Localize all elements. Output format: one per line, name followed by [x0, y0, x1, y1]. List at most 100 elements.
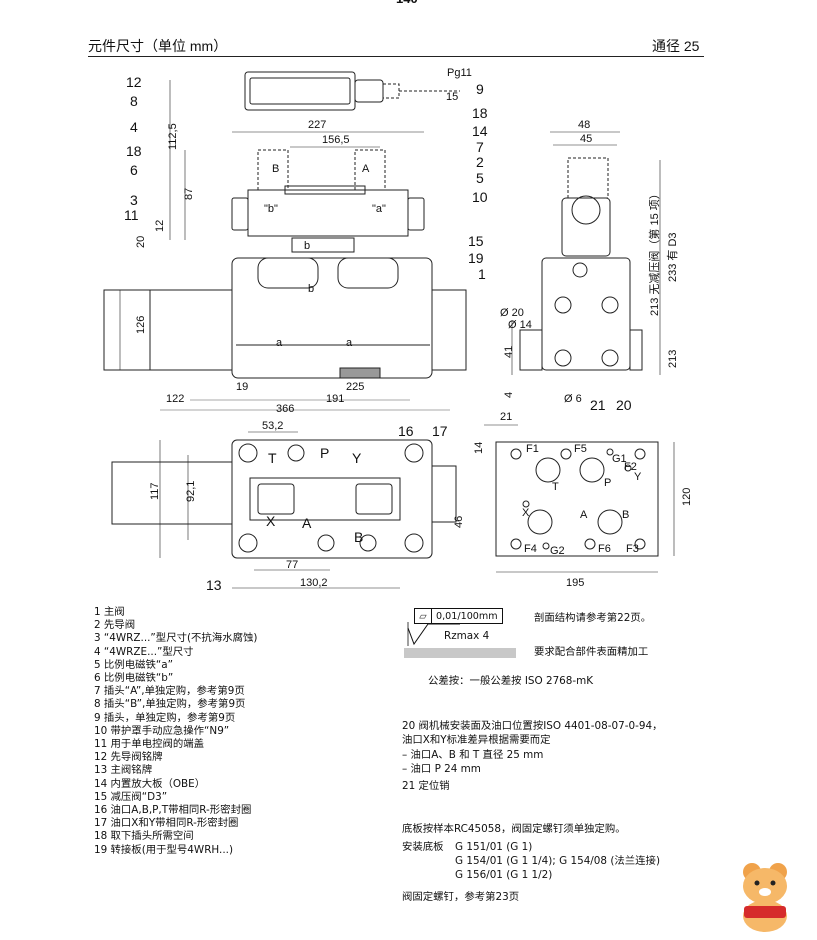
port-P: P [320, 445, 329, 461]
plate-F5: F5 [574, 443, 587, 455]
dim-53: 53,2 [262, 420, 283, 432]
plate-G2: G2 [550, 545, 565, 557]
part-item: 14 内置放大板（OBE） [94, 777, 206, 790]
plate-P: P [604, 477, 611, 489]
port-X: X [266, 513, 276, 529]
part-item: 18 取下插头所需空间 [94, 830, 194, 843]
part-item: 3 “4WRZ...”型尺寸(不抗海水腐蚀) [94, 632, 258, 645]
callout-6: 6 [130, 162, 138, 178]
callout-13: 13 [206, 577, 222, 593]
valve-front-view [103, 80, 467, 411]
header-rule [88, 56, 704, 57]
callout-21: 21 [590, 397, 606, 413]
part-item: 10 带护罩手动应急操作“N9” [94, 724, 230, 737]
note20-line: – 油口 P 24 mm [402, 763, 481, 776]
note-cross-section: 剖面结构请参考第22页。 [534, 612, 652, 624]
callout-19: 19 [468, 250, 484, 266]
part-item: 15 减压阀“D3” [94, 790, 168, 803]
callout-9: 9 [476, 81, 484, 97]
part-item: 2 先导阀 [94, 619, 136, 632]
part-item: 8 插头“B”,单独定购，参考第9页 [94, 698, 246, 711]
dimension-drawing: Pg11 15 227 156,5 112,5 87 12 20 126 122… [103, 67, 693, 593]
callout-14: 14 [472, 123, 488, 139]
dim-366: 366 [276, 403, 294, 415]
label-plug-a: A [362, 163, 370, 175]
dim-15: 15 [446, 91, 458, 103]
surface-finish-bar [404, 648, 516, 658]
callout-20: 20 [616, 397, 632, 413]
dim-112: 112,5 [167, 123, 179, 150]
note20-line: – 油口A、B 和 T 直径 25 mm [402, 748, 544, 761]
part-item: 16 油口A,B,P,T带相同R-形密封圈 [94, 804, 252, 817]
callout-8: 8 [130, 93, 138, 109]
dim-14: 14 [473, 442, 485, 454]
general-tolerance: 公差按：一般公差按 ISO 2768-mK [428, 675, 594, 687]
dim-dia6: Ø 6 [564, 393, 582, 405]
callout-4: 4 [130, 119, 138, 135]
port-Y: Y [352, 450, 362, 466]
label-a-left: a [276, 337, 283, 349]
dim-117: 117 [149, 482, 161, 500]
roughness-symbol-icon [407, 622, 460, 646]
plate-F2: F2 [624, 461, 637, 473]
part-item: 11 用于单电控阀的端盖 [94, 738, 205, 751]
page-number: 140 [396, 0, 418, 6]
roughness-value: Rzmax 4 [444, 630, 490, 642]
part-item: 12 先导阀铭牌 [94, 751, 163, 764]
part-item: 4 “4WRZE...”型尺寸 [94, 645, 194, 658]
dim-20: 20 [135, 236, 147, 248]
dim-87: 87 [183, 188, 195, 200]
part-item: 1 主阀 [94, 606, 125, 618]
dim-233: 233 有 D3 [665, 232, 679, 282]
callout-18-left: 18 [126, 143, 142, 159]
plate-B: B [622, 509, 629, 521]
callout-16: 16 [398, 423, 414, 439]
dim-dia20: Ø 20 [500, 307, 524, 319]
dim-225: 225 [346, 381, 364, 393]
port-B: B [354, 529, 363, 545]
note20-line: 21 定位销 [402, 779, 450, 792]
plate-F4: F4 [524, 543, 537, 555]
dim-48: 48 [578, 119, 590, 131]
fixing-screws-note: 阀固定螺钉，参考第23页 [402, 891, 520, 903]
page-title: 元件尺寸（单位 mm） [88, 38, 228, 54]
callout-18-right: 18 [472, 105, 488, 121]
dim-191: 191 [326, 393, 344, 405]
subplate-line-a: G 151/01 (G 1) [455, 841, 533, 853]
note-surface-finish: 要求配合部件表面精加工 [534, 646, 649, 658]
plate-F3: F3 [626, 543, 639, 555]
part-item: 19 转接板(用于型号4WRH...) [94, 843, 234, 856]
subplate-line-c: G 156/01 (G 1 1/2) [455, 869, 553, 881]
label-b-small: b [304, 240, 310, 252]
label-plug-b: B [272, 163, 279, 175]
subplate-note: 底板按样本RC45058，阀固定螺钉须单独定购。 [402, 823, 626, 835]
dim-12: 12 [154, 220, 166, 232]
dim-4: 4 [503, 392, 515, 398]
dim-46: 46 [453, 516, 465, 528]
callout-7: 7 [476, 139, 484, 155]
valve-side-view [511, 131, 661, 375]
dim-dia14: Ø 14 [508, 319, 532, 331]
callout-3: 3 [130, 192, 138, 208]
dim-195: 195 [566, 577, 584, 589]
port-A: A [302, 515, 312, 531]
callout-5: 5 [476, 170, 484, 186]
dim-77: 77 [286, 559, 298, 571]
port-T: T [268, 450, 277, 466]
callout-10: 10 [472, 189, 488, 205]
flatness-value: 0,01/100mm [436, 610, 498, 622]
callout-11: 11 [124, 207, 139, 223]
note20-line: 20 阀机械安装面及油口位置按ISO 4401-08-07-0-94， [402, 720, 663, 732]
callout-15: 15 [468, 233, 484, 249]
plate-T: T [552, 481, 559, 493]
plate-F1: F1 [526, 443, 539, 455]
part-item: 7 插头“A”,单独定购，参考第9页 [94, 685, 245, 698]
plate-F6: F6 [598, 543, 611, 555]
nominal-size: 通径 25 [652, 38, 700, 54]
dim-227: 227 [308, 119, 326, 131]
part-item: 9 插头，单独定购，参考第9页 [94, 711, 236, 724]
part-item: 5 比例电磁铁“a” [94, 658, 173, 671]
parts-list: 1 主阀 2 先导阀 3 “4WRZ...”型尺寸(不抗海水腐蚀) 4 “4WR… [94, 606, 257, 857]
plate-X: X [522, 507, 530, 519]
plate-Y: Y [634, 471, 642, 483]
